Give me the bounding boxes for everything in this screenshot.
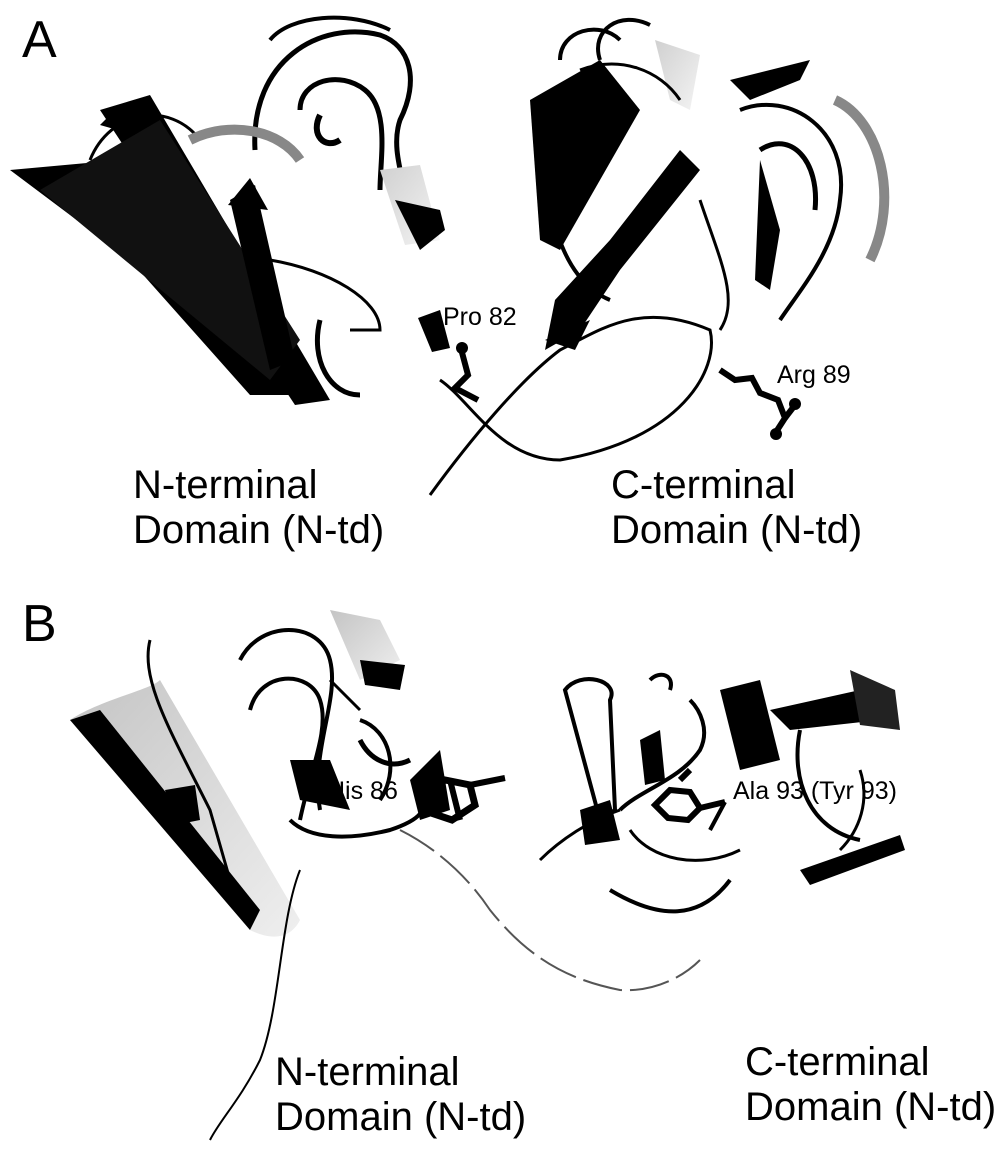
domain-label-line2: Domain (N-td) — [611, 508, 862, 553]
c-terminal-domain-label: C-terminal Domain (N-td) — [745, 1040, 996, 1130]
residue-label-arg-89: Arg 89 — [777, 363, 851, 388]
n-terminal-domain-label: N-terminal Domain (N-td) — [275, 1050, 526, 1140]
panel-b: B His 86 Ala 93 (Tyr 93) N-terminal Doma… — [0, 580, 1006, 1160]
residue-label-pro-82: Pro 82 — [443, 305, 517, 330]
domain-label-line1: N-terminal — [133, 463, 384, 508]
domain-label-line1: C-terminal — [611, 463, 862, 508]
domain-label-line1: N-terminal — [275, 1050, 526, 1095]
residue-label-his-86: His 86 — [327, 779, 398, 804]
domain-label-line1: C-terminal — [745, 1040, 996, 1085]
panel-a-letter: A — [22, 14, 57, 66]
n-terminal-domain-ribbon — [10, 18, 445, 405]
panel-b-letter: B — [22, 598, 57, 650]
residue-label-ala-93: Ala 93 (Tyr 93) — [733, 779, 897, 804]
c-terminal-domain-ribbon — [530, 20, 884, 350]
n-terminal-domain-label: N-terminal Domain (N-td) — [133, 463, 384, 553]
domain-label-line2: Domain (N-td) — [275, 1095, 526, 1140]
panel-a: A Pro 82 Arg 89 N-terminal Domain (N-td)… — [0, 0, 1006, 560]
domain-label-line2: Domain (N-td) — [745, 1085, 996, 1130]
c-terminal-domain-label: C-terminal Domain (N-td) — [611, 463, 862, 553]
domain-label-line2: Domain (N-td) — [133, 508, 384, 553]
